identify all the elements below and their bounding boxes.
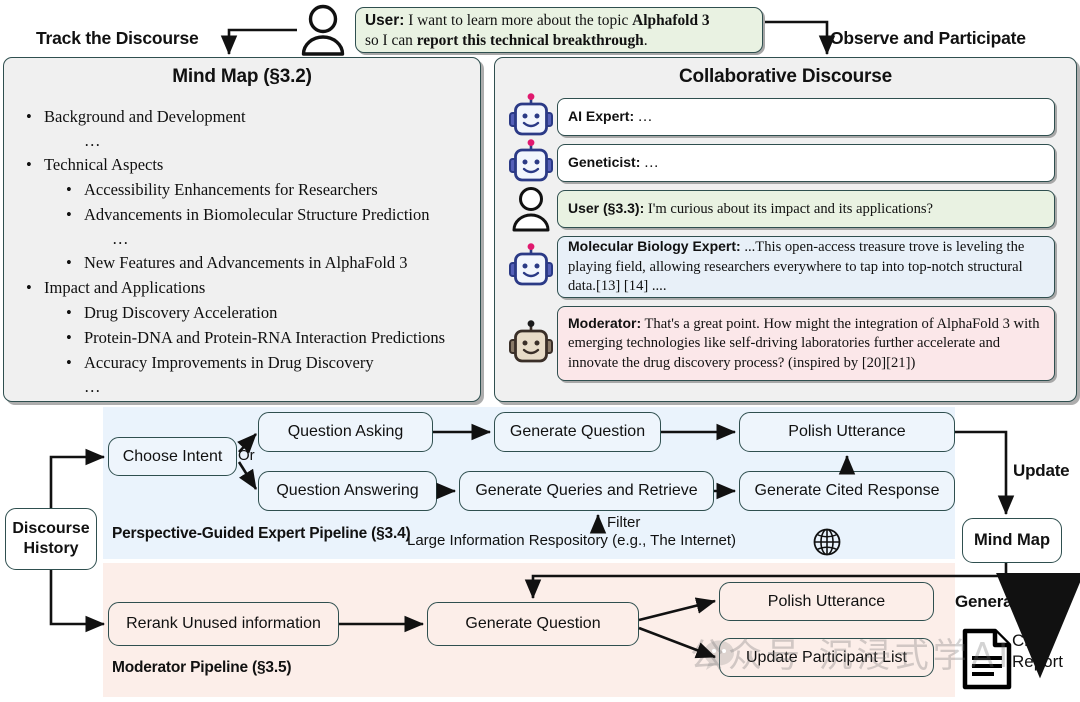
discourse-message-row: Geneticist: … bbox=[505, 139, 1068, 182]
topic-highlight: Alphafold 3 bbox=[632, 12, 710, 29]
mind-map-panel: Mind Map (§3.2) Background and Developme… bbox=[3, 57, 481, 402]
mind-map-item-l2: New Features and Advancements in AlphaFo… bbox=[22, 250, 472, 275]
robot-tan-icon bbox=[505, 319, 557, 368]
question-answering-node[interactable]: Question Answering bbox=[258, 471, 437, 511]
watermark-text: 公众号 沉浸式学AI bbox=[690, 636, 1013, 676]
discourse-speaker-label: AI Expert: bbox=[568, 107, 635, 124]
robot-blue-icon bbox=[505, 139, 557, 187]
generate-question-node-expert[interactable]: Generate Question bbox=[494, 412, 661, 452]
user-person-icon bbox=[296, 4, 350, 56]
discourse-message-row: Molecular Biology Expert: ...This open-a… bbox=[505, 236, 1068, 298]
user-goal-bubble: User: I want to learn more about the top… bbox=[355, 7, 763, 53]
mind-map-item-l1: Technical Aspects bbox=[22, 152, 472, 177]
discourse-bubble[interactable]: Geneticist: … bbox=[557, 144, 1055, 182]
globe-icon bbox=[812, 527, 842, 557]
generate-question-node-moderator[interactable]: Generate Question bbox=[427, 602, 639, 646]
discourse-title: Collaborative Discourse bbox=[679, 66, 892, 87]
mind-map-item-l2: Protein-DNA and Protein-RNA Interaction … bbox=[22, 325, 472, 350]
discourse-utterance-text: … bbox=[634, 108, 653, 125]
discourse-bubble[interactable]: Molecular Biology Expert: ...This open-a… bbox=[557, 236, 1055, 298]
discourse-speaker-label: Moderator: bbox=[568, 314, 642, 331]
mind-map-ellipsis: … bbox=[84, 131, 103, 150]
discourse-utterance-text: ...This open-access treasure trove is le… bbox=[568, 239, 1025, 295]
discourse-bubble-text: User (§3.3): I'm curious about its impac… bbox=[568, 199, 933, 220]
goal-highlight: report this technical breakthrough bbox=[416, 32, 644, 49]
mind-map-item-l2: Drug Discovery Acceleration bbox=[22, 300, 472, 325]
discourse-utterance-text: I'm curious about its impact and its app… bbox=[644, 200, 934, 217]
robot-blue-icon bbox=[505, 93, 557, 141]
discourse-speaker-label: Geneticist: bbox=[568, 153, 641, 170]
user-goal-line-2: so I can report this technical breakthro… bbox=[365, 32, 648, 49]
generate-cited-response-node[interactable]: Generate Cited Response bbox=[739, 471, 955, 511]
discourse-bubble[interactable]: Moderator: That's a great point. How mig… bbox=[557, 306, 1055, 381]
track-the-discourse-label: Track the Discourse bbox=[36, 28, 199, 48]
user-goal-line-1: User: I want to learn more about the top… bbox=[365, 12, 710, 29]
discourse-bubble-text: Moderator: That's a great point. How mig… bbox=[568, 314, 1044, 374]
question-asking-node[interactable]: Question Asking bbox=[258, 412, 433, 452]
discourse-bubble[interactable]: User (§3.3): I'm curious about its impac… bbox=[557, 190, 1055, 228]
expert-pipeline-label: Perspective-Guided Expert Pipeline (§3.4… bbox=[112, 525, 411, 542]
polish-utterance-node-expert[interactable]: Polish Utterance bbox=[739, 412, 955, 452]
discourse-speaker-label: Molecular Biology Expert: bbox=[568, 238, 741, 255]
discourse-utterance-text: … bbox=[640, 154, 659, 171]
discourse-message-row: Moderator: That's a great point. How mig… bbox=[505, 306, 1068, 381]
discourse-bubble[interactable]: AI Expert: … bbox=[557, 98, 1055, 136]
discourse-utterance-text: That's a great point. How might the inte… bbox=[568, 315, 1040, 371]
mind-map-item-l2: Accessibility Enhancements for Researche… bbox=[22, 177, 472, 202]
mind-map-ellipsis: … bbox=[84, 377, 103, 396]
discourse-message-row: AI Expert: … bbox=[505, 93, 1068, 136]
generate-label: Generate bbox=[955, 592, 1028, 611]
discourse-bubble-text: Molecular Biology Expert: ...This open-a… bbox=[568, 237, 1044, 297]
robot-blue-icon bbox=[505, 243, 557, 291]
rerank-unused-information-node[interactable]: Rerank Unused information bbox=[108, 602, 339, 646]
discourse-history-node[interactable]: Discourse History bbox=[5, 508, 97, 570]
mind-map-outline: Background and Development … Technical Asp… bbox=[22, 104, 472, 398]
mind-map-item-l1: Impact and Applications bbox=[22, 275, 472, 300]
update-label: Update bbox=[1013, 461, 1070, 480]
mind-map-title: Mind Map (§3.2) bbox=[172, 66, 312, 87]
user-speaker-label: User: bbox=[365, 12, 405, 29]
discourse-bubble-text: Geneticist: … bbox=[568, 153, 659, 174]
repository-label: Large Information Respository (e.g., The… bbox=[407, 532, 737, 549]
discourse-message-row: User (§3.3): I'm curious about its impac… bbox=[505, 187, 1068, 232]
mind-map-item-l2: Accuracy Improvements in Drug Discovery bbox=[22, 350, 472, 375]
generate-queries-and-retrieve-node[interactable]: Generate Queries and Retrieve bbox=[459, 471, 714, 511]
polish-utterance-node-moderator[interactable]: Polish Utterance bbox=[719, 582, 934, 621]
moderator-pipeline-label: Moderator Pipeline (§3.5) bbox=[112, 659, 292, 676]
or-label: Or bbox=[238, 447, 255, 464]
mind-map-node[interactable]: Mind Map bbox=[962, 518, 1062, 563]
filter-label: Filter bbox=[607, 514, 641, 531]
discourse-speaker-label: User (§3.3): bbox=[568, 199, 645, 216]
choose-intent-node[interactable]: Choose Intent bbox=[108, 437, 237, 476]
update-participant-list-node[interactable]: Update Participant List bbox=[719, 638, 934, 677]
mind-map-item-l2: Advancements in Biomolecular Structure P… bbox=[22, 202, 472, 227]
user-person-icon bbox=[505, 185, 557, 233]
observe-and-participate-label: Observe and Participate bbox=[830, 28, 1026, 48]
mind-map-item-l1: Background and Development bbox=[22, 104, 472, 129]
discourse-bubble-text: AI Expert: … bbox=[568, 107, 652, 128]
mind-map-ellipsis: … bbox=[112, 229, 131, 248]
collaborative-discourse-panel: Collaborative Discourse AI Expert: … Gen… bbox=[494, 57, 1077, 402]
